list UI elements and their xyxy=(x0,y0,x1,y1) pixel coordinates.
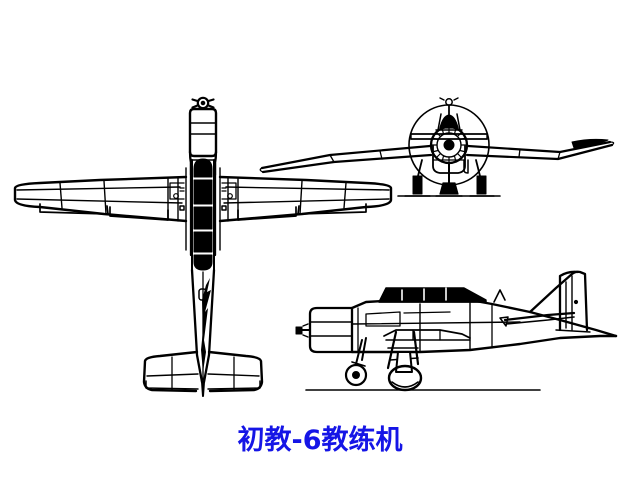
front-canopy xyxy=(435,105,463,131)
side-antenna-mast xyxy=(493,289,506,303)
plan-right-wing xyxy=(218,175,393,223)
side-vertical-tail xyxy=(528,270,591,333)
plan-horizontal-tail xyxy=(142,350,264,397)
plan-wing-root-details xyxy=(169,182,237,211)
side-fuselage xyxy=(350,298,618,354)
front-view xyxy=(259,97,615,197)
side-propeller xyxy=(295,323,311,338)
front-right-wing xyxy=(465,138,615,161)
page-title-caption: 初教-6教练机 xyxy=(237,425,403,456)
side-canopy xyxy=(378,287,487,303)
plan-view xyxy=(13,96,393,397)
plan-rear-fuselage xyxy=(190,268,216,384)
plan-left-wing xyxy=(13,175,188,223)
side-landing-gear xyxy=(344,330,423,392)
front-left-wing xyxy=(259,144,433,174)
front-horizontal-stabilizer xyxy=(410,133,488,140)
side-view xyxy=(295,270,618,392)
side-horizontal-tail xyxy=(499,311,576,327)
front-engine-cowling xyxy=(429,125,469,165)
side-wing xyxy=(383,329,471,341)
plan-canopy xyxy=(191,158,215,271)
